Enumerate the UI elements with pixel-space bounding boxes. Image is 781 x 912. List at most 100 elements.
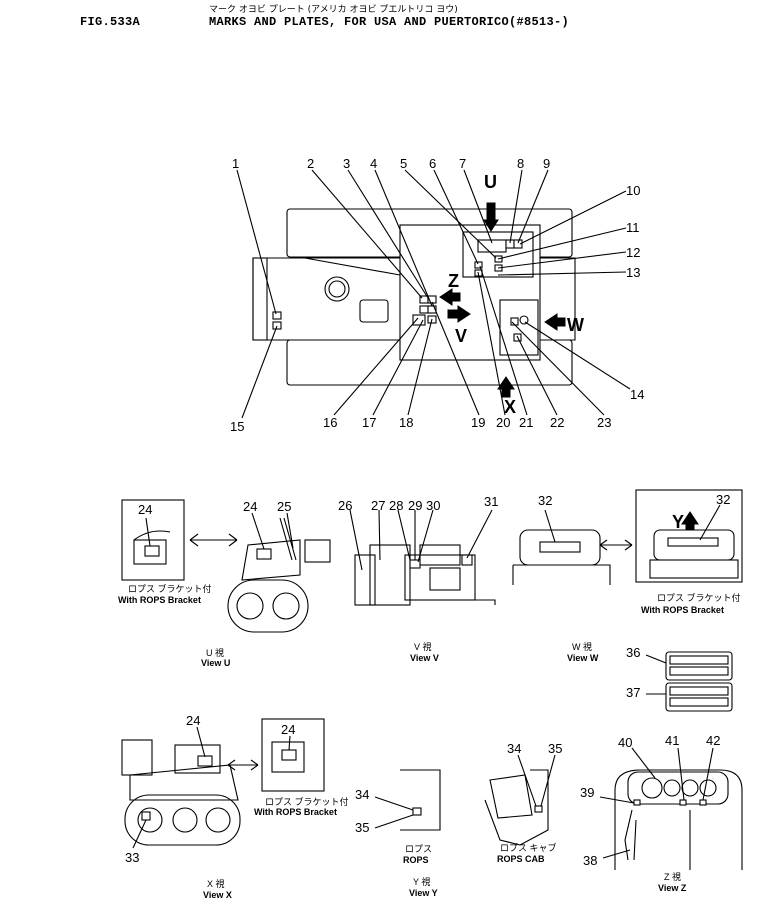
arrow-w: W [544,313,584,335]
callout-23: 23 [597,415,611,430]
callout-24-x: 24 [186,713,200,728]
callout-40: 40 [618,735,632,750]
callout-34-cab: 34 [507,741,521,756]
machine-body-x [129,764,239,801]
figure-number: FIG.533A [80,15,141,29]
callout-7: 7 [459,156,466,171]
arrow-v-label: V [455,326,467,346]
u-rops-en: With ROPS Bracket [118,595,201,605]
callout-35-cab: 35 [548,741,562,756]
machine-body-u [241,539,301,581]
u-view-en: View U [201,658,230,668]
x-rops-en: With ROPS Bracket [254,807,337,817]
callout-14: 14 [630,387,644,402]
callout-30: 30 [426,498,440,513]
view-y: 34 35 ロプス ROPS Y 視 View Y [355,769,441,898]
y-rops-en: ROPS [403,855,429,865]
callout-4: 4 [370,156,377,171]
track-u [227,579,309,633]
callout-39: 39 [580,785,594,800]
w-rops-jp: ロプス ブラケット付 [657,592,741,603]
callout-15: 15 [230,419,244,434]
rops-post-y [400,769,441,831]
rops-bracket-inset-w [635,489,743,583]
w-rops-en: With ROPS Bracket [641,605,724,615]
arrow-x-label: X [504,397,516,417]
callout-18: 18 [399,415,413,430]
air-cleaner [359,299,389,323]
rops-bracket-inset-x [261,718,325,792]
callout-27: 27 [371,498,385,513]
arrow-w-label: W [567,315,584,335]
z-view-en: View Z [658,883,687,893]
x-view-jp: X 視 [207,878,225,889]
u-view-jp: U 視 [206,647,224,658]
callout-36: 36 [626,645,640,660]
view-z: 40 41 42 39 38 Z 視 View Z [580,733,743,893]
double-arrow-u [189,533,238,547]
callout-5: 5 [400,156,407,171]
callout-16: 16 [323,415,337,430]
v-view-en: View V [410,653,439,663]
callout-26: 26 [338,498,352,513]
radiator-front [252,257,268,341]
callout-3: 3 [343,156,350,171]
callout-29: 29 [408,498,422,513]
callout-1: 1 [232,156,239,171]
callout-9: 9 [543,156,550,171]
callout-31: 31 [484,494,498,509]
w-view-jp: W 視 [572,641,592,652]
track-x [124,794,241,846]
callout-34-y: 34 [355,787,369,802]
cab-en: ROPS CAB [497,854,545,864]
callout-28: 28 [389,498,403,513]
callout-11: 11 [626,220,640,235]
seat [499,299,539,356]
callout-22: 22 [550,415,564,430]
callout-33: 33 [125,850,139,865]
w-view-en: View W [567,653,599,663]
callout-8: 8 [517,156,524,171]
plate-15 [272,321,282,330]
z-view-jp: Z 視 [664,871,681,882]
callout-19: 19 [471,415,485,430]
callout-25: 25 [277,499,291,514]
callout-24-u: 24 [243,499,257,514]
callout-32-w-inset: 32 [716,492,730,507]
callout-21: 21 [519,415,533,430]
v-view-jp: V 視 [414,641,432,652]
main-top-view: U W V Z X [230,156,644,434]
callout-35-y: 35 [355,820,369,835]
callout-17: 17 [362,415,376,430]
plate-37 [665,682,733,712]
arrow-y-label: Y [672,512,684,532]
view-v: 26 27 28 29 30 31 V 視 View V [338,494,498,663]
y-rops-jp: ロプス [405,844,432,854]
callout-12: 12 [626,245,640,260]
callout-2: 2 [307,156,314,171]
plate-1 [272,311,282,320]
rops-cab-view: 34 35 ロプス キャブ ROPS CAB [484,741,562,864]
leader-lines [236,169,631,419]
arrow-u: U [483,172,499,232]
y-view-en: View Y [409,888,438,898]
callout-24-x-inset: 24 [281,722,295,737]
callout-6: 6 [429,156,436,171]
arrow-v: V [447,305,471,346]
double-arrow-w [599,539,633,551]
gauge-panel [627,771,729,805]
view-u: 24 24 25 ロプス ブラケット付 With ROPS Bracket U … [118,499,331,668]
cab-window [489,774,533,819]
callout-41: 41 [665,733,679,748]
arrow-u-label: U [484,172,497,192]
plate-36 [665,651,733,681]
filler-cap [324,276,350,302]
x-view-en: View X [203,890,232,900]
callout-13: 13 [626,265,640,280]
arrow-z-label: Z [448,271,459,291]
japanese-title: マーク オヨビ プレート (アメリカ オヨビ プエルトリコ ヨウ) [209,5,458,15]
callout-32-w: 32 [538,493,552,508]
double-arrow-x [227,759,259,771]
cab-jp: ロプス キャブ [500,842,557,853]
